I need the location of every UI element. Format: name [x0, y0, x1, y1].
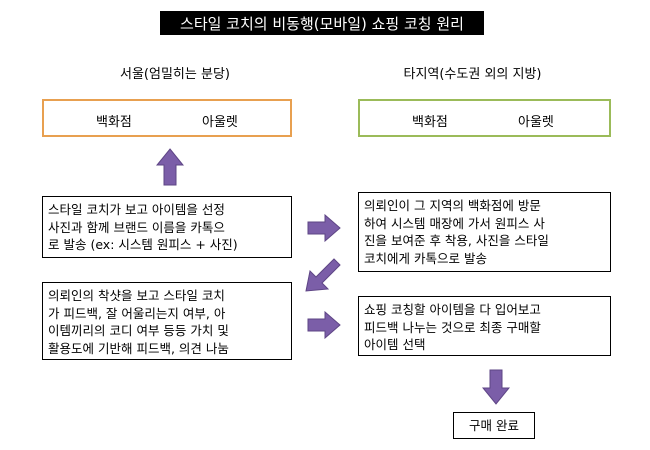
diagram-title: 스타일 코치의 비동행(모바일) 쇼핑 코칭 원리: [160, 11, 484, 35]
right-department-store: 백화점: [412, 115, 448, 130]
right-region-store-box: 백화점 아울렛: [358, 99, 611, 137]
diagonal-down-left-arrow-icon: [304, 254, 344, 294]
step-left-2: 의뢰인의 착샷을 보고 스타일 코치 가 피드백, 잘 어울리는지 여부, 아 …: [42, 282, 292, 360]
step-left-1: 스타일 코치가 보고 아이템을 선정 사진과 함께 브랜드 이름을 카톡으 로 …: [42, 196, 292, 258]
left-outlet: 아울렛: [202, 115, 238, 130]
left-region-label: 서울(엄밀히는 분당): [120, 67, 230, 82]
down-arrow-icon: [482, 369, 510, 405]
right-arrow-2-icon: [307, 311, 341, 339]
final-step-purchase-complete: 구매 완료: [453, 412, 535, 439]
up-arrow-icon: [156, 148, 184, 186]
right-outlet: 아울렛: [518, 115, 554, 130]
right-region-label: 타지역(수도권 외의 지방): [403, 67, 542, 82]
step-right-2: 쇼핑 코칭할 아이템을 다 입어보고 피드백 나누는 것으로 최종 구매할 아이…: [358, 296, 611, 356]
step-right-1: 의뢰인이 그 지역의 백화점에 방문 하여 시스템 매장에 가서 원피스 사 진…: [358, 192, 611, 272]
right-arrow-icon: [307, 214, 341, 242]
left-region-store-box: 백화점 아울렛: [42, 99, 292, 137]
left-department-store: 백화점: [96, 115, 132, 130]
